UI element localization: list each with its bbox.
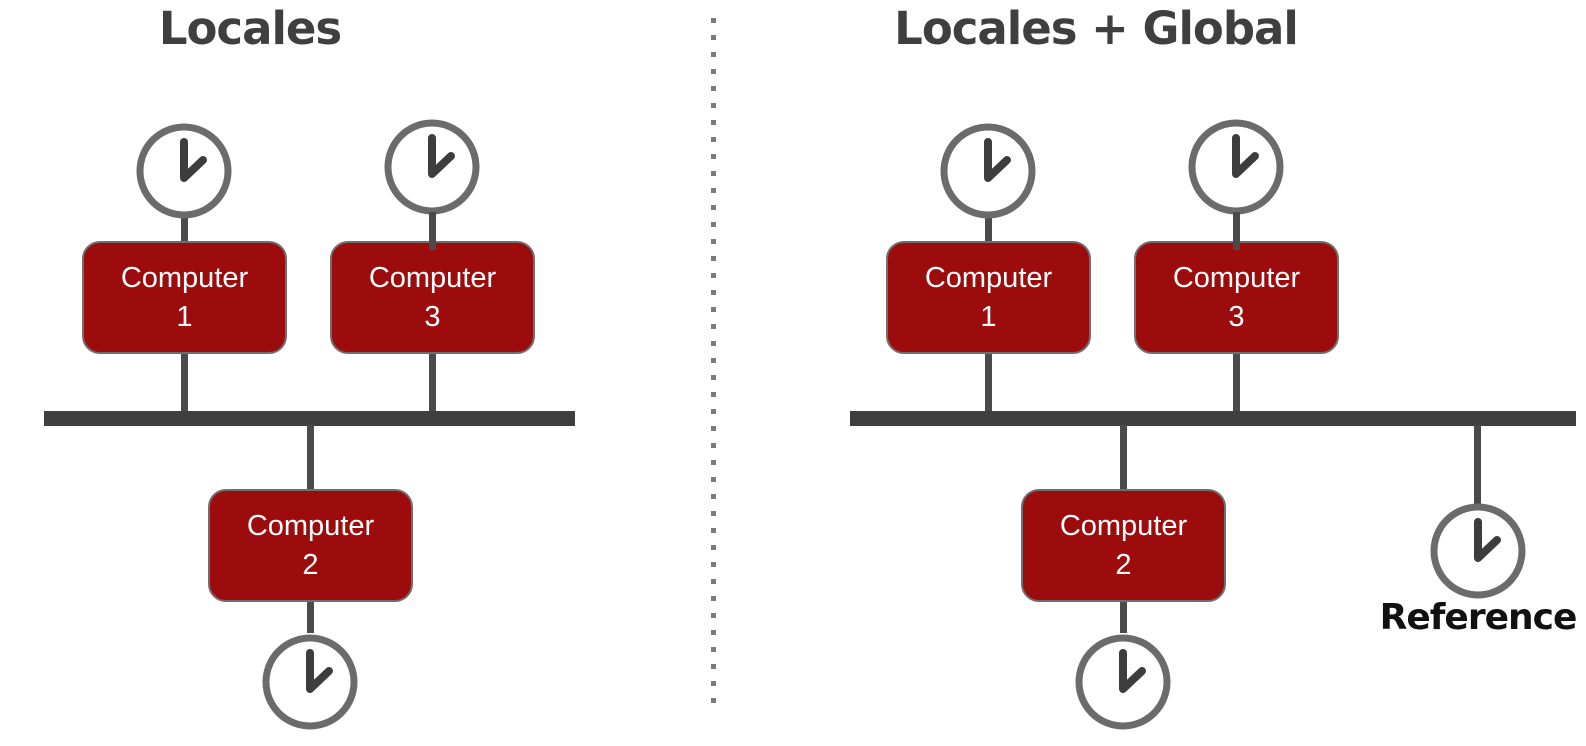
connector-line — [307, 425, 314, 490]
connector-line — [1120, 425, 1127, 490]
computer-2-node: Computer 2 — [208, 489, 413, 602]
computer-3-node: Computer 3 — [330, 241, 535, 354]
connector-line — [985, 353, 992, 412]
clock-stem-line — [1120, 600, 1127, 633]
clock-stem-line — [1233, 212, 1240, 250]
computer-2-label-line1: Computer — [246, 510, 375, 543]
computer-2-label-line2: 2 — [1115, 548, 1132, 581]
computer-2-label-line1: Computer — [1059, 510, 1188, 543]
computer-1-node: Computer 1 — [82, 241, 287, 354]
clock-icon — [262, 634, 358, 730]
connector-line — [1474, 425, 1481, 506]
network-bus-line — [44, 411, 575, 426]
clock-stem-line — [181, 216, 188, 243]
computer-3-label-line1: Computer — [1172, 262, 1301, 295]
computer-3-label-line2: 3 — [1228, 300, 1245, 333]
reference-label: Reference — [1379, 597, 1578, 638]
reference-clock-icon — [1430, 503, 1526, 599]
clock-icon — [384, 119, 480, 215]
clock-icon — [1075, 634, 1171, 730]
clock-icon — [1188, 119, 1284, 215]
computer-1-label-line2: 1 — [980, 300, 997, 333]
clock-icon — [940, 123, 1036, 219]
connector-line — [1233, 353, 1240, 412]
connector-line — [429, 353, 436, 412]
computer-2-node: Computer 2 — [1021, 489, 1226, 602]
computer-1-label-line2: 1 — [176, 300, 193, 333]
computer-2-label-line2: 2 — [302, 548, 319, 581]
computer-3-node: Computer 3 — [1134, 241, 1339, 354]
computer-1-label-line1: Computer — [120, 262, 249, 295]
clock-stem-line — [429, 212, 436, 250]
network-bus-line — [850, 411, 1576, 426]
clock-stem-line — [985, 216, 992, 243]
right-panel-title: Locales + Global — [894, 2, 1299, 55]
panel-divider — [711, 18, 716, 715]
clock-icon — [136, 123, 232, 219]
computer-1-node: Computer 1 — [886, 241, 1091, 354]
computer-1-label-line1: Computer — [924, 262, 1053, 295]
connector-line — [181, 353, 188, 412]
left-panel-title: Locales — [158, 2, 342, 55]
clock-stem-line — [307, 600, 314, 633]
computer-3-label-line2: 3 — [424, 300, 441, 333]
computer-3-label-line1: Computer — [368, 262, 497, 295]
